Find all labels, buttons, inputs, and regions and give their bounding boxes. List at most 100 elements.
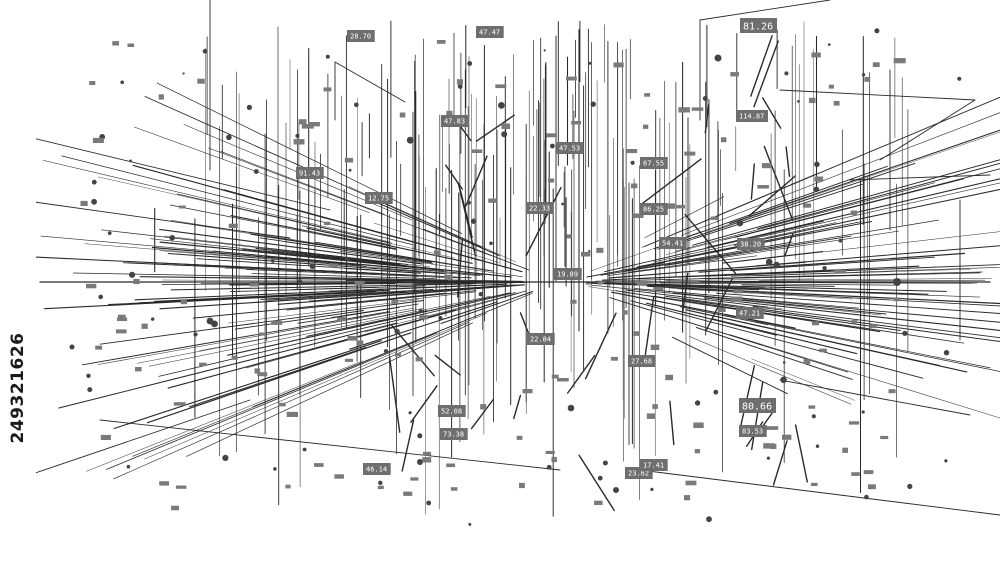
mini-label-box bbox=[446, 463, 456, 468]
node-dot bbox=[354, 102, 359, 108]
perspective-line bbox=[423, 228, 530, 271]
mini-label-box bbox=[231, 355, 238, 360]
node-dot bbox=[702, 96, 708, 101]
perspective-line bbox=[220, 275, 389, 280]
mini-label-box bbox=[95, 345, 103, 350]
perspective-line bbox=[603, 282, 929, 295]
mini-label-box bbox=[646, 413, 656, 419]
perspective-line bbox=[99, 300, 424, 345]
perspective-line bbox=[724, 314, 991, 369]
mini-label-box bbox=[403, 491, 413, 496]
node-dot bbox=[325, 54, 330, 59]
mini-label-box bbox=[324, 221, 331, 226]
node-dot bbox=[222, 454, 229, 461]
perspective-line bbox=[672, 292, 887, 315]
number-tag-box bbox=[640, 203, 668, 215]
number-tag: 83.53 bbox=[739, 425, 767, 437]
mini-label-box bbox=[86, 283, 97, 289]
perspective-line bbox=[97, 307, 415, 365]
perspective-line bbox=[137, 308, 424, 364]
number-tag: 52.08 bbox=[438, 405, 466, 417]
mini-label-box bbox=[893, 58, 906, 64]
node-dot bbox=[438, 316, 443, 321]
mini-label-box bbox=[314, 463, 324, 467]
node-dot bbox=[466, 200, 471, 205]
perspective-line bbox=[339, 251, 523, 277]
perspective-line bbox=[251, 273, 436, 279]
perspective-line bbox=[751, 358, 855, 401]
diagonal-accent bbox=[459, 189, 473, 239]
perspective-line bbox=[611, 291, 796, 329]
mini-label-box bbox=[863, 470, 874, 475]
perspective-line bbox=[604, 220, 824, 273]
perspective-line bbox=[159, 241, 445, 271]
node-dot bbox=[297, 279, 303, 285]
perspective-line bbox=[349, 301, 498, 350]
number-tag: 17.41 bbox=[640, 459, 668, 471]
perspective-line bbox=[605, 282, 947, 292]
perspective-line bbox=[416, 282, 513, 285]
perspective-line bbox=[306, 310, 428, 337]
mini-label-box bbox=[551, 456, 557, 463]
mini-label-box bbox=[570, 299, 577, 304]
node-dot bbox=[309, 263, 316, 270]
number-tag-box bbox=[640, 157, 668, 169]
mini-label-box bbox=[446, 110, 453, 116]
perspective-line bbox=[745, 282, 973, 284]
node-dot bbox=[864, 494, 869, 500]
perspective-line bbox=[61, 155, 413, 245]
perspective-line bbox=[250, 233, 432, 263]
perspective-line bbox=[646, 289, 859, 309]
mini-label-box bbox=[636, 280, 648, 286]
diagonal-accent bbox=[464, 155, 488, 208]
perspective-line bbox=[601, 265, 920, 281]
node-dot bbox=[87, 387, 93, 393]
perspective-line bbox=[286, 290, 477, 311]
perspective-line bbox=[132, 314, 481, 457]
mini-label-box bbox=[872, 62, 880, 67]
perspective-line bbox=[695, 327, 853, 380]
number-tag-box bbox=[296, 167, 324, 179]
node-dot bbox=[561, 202, 564, 206]
perspective-line bbox=[721, 250, 824, 264]
mini-label-box bbox=[354, 280, 365, 286]
mini-label-box bbox=[684, 151, 696, 156]
node-dot bbox=[567, 404, 575, 412]
perspective-line bbox=[665, 295, 1000, 343]
mini-label-box bbox=[710, 216, 719, 220]
number-tag-box bbox=[526, 202, 554, 214]
mini-label-box bbox=[848, 421, 860, 425]
perspective-line bbox=[220, 150, 385, 215]
number-tag: 47.53 bbox=[556, 142, 584, 154]
mini-label-box bbox=[278, 402, 286, 407]
perspective-line bbox=[246, 269, 461, 279]
frame-line bbox=[334, 61, 406, 103]
mini-label-box bbox=[112, 41, 119, 46]
frame-line bbox=[779, 89, 976, 101]
node-dot bbox=[602, 460, 608, 466]
node-dot bbox=[86, 373, 91, 378]
perspective-line bbox=[192, 292, 446, 319]
mini-label-box bbox=[720, 137, 727, 143]
mini-label-box bbox=[650, 344, 660, 350]
node-dot bbox=[457, 84, 463, 89]
mini-label-box bbox=[676, 204, 685, 209]
node-dot bbox=[273, 467, 277, 471]
perspective-line bbox=[692, 244, 788, 261]
node-dot bbox=[295, 133, 300, 138]
number-tag: 114.87 bbox=[736, 110, 768, 122]
perspective-line bbox=[630, 300, 924, 379]
perspective-line bbox=[440, 291, 534, 324]
perspective-line bbox=[729, 129, 1000, 224]
diagonal-accent bbox=[513, 394, 522, 420]
mini-label-box bbox=[377, 485, 384, 490]
diagonal-accent bbox=[584, 312, 617, 380]
node-dot bbox=[828, 43, 831, 46]
mini-label-box bbox=[556, 378, 569, 382]
mini-label-box bbox=[334, 474, 344, 479]
mini-label-box bbox=[171, 505, 179, 511]
number-tag: 80.66 bbox=[739, 398, 776, 413]
number-tag: 22.33 bbox=[526, 202, 554, 214]
number-tag-text: 27.68 bbox=[631, 358, 652, 366]
perspective-line bbox=[367, 198, 500, 256]
